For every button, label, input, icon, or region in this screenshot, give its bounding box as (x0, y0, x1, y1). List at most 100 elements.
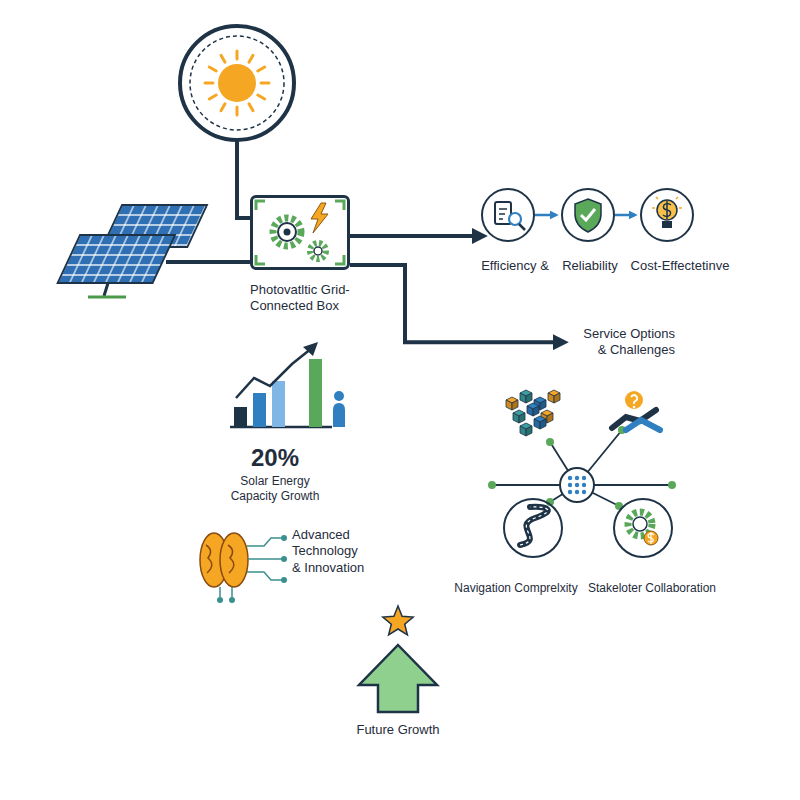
hub-network-part-part-part (520, 426, 526, 436)
hub-network-part-part-part (534, 419, 540, 429)
growth-chart-icon-part (272, 381, 285, 427)
node-text: Service Options & Challenges (575, 326, 675, 359)
node-text: Stakeloter Collaboration (588, 581, 716, 596)
icon-circle: Cost-Effectetinve (631, 188, 730, 274)
hub-network-part-part (520, 423, 532, 436)
brain-icon-part (220, 538, 281, 597)
hub-network-part-part-part (526, 393, 532, 403)
hub-network-part (492, 430, 672, 506)
hub-network-part-part-part (527, 406, 533, 416)
growth-chart-icon-part (333, 403, 345, 427)
gear-icon-part (273, 218, 301, 246)
sun-icon-part-part (221, 55, 225, 62)
cost-icon (652, 197, 682, 228)
process-box: Photovatltic Grid-Connected Box (250, 195, 360, 315)
solar-panels-part (58, 235, 175, 283)
sun-icon-part-part (261, 82, 269, 85)
hub-network-part-part-part (540, 400, 546, 410)
circle-outline (613, 498, 673, 558)
efficiency-icon (495, 202, 525, 230)
sun-icon-part (205, 51, 269, 115)
connector (535, 214, 556, 217)
hub-network-part (546, 438, 554, 446)
stakeholder-icon (628, 512, 658, 545)
hub-network-part (506, 390, 560, 436)
sun-icon-part-part (249, 104, 253, 111)
gear-icon-part (278, 223, 296, 241)
hub-network-part-part-part (506, 400, 512, 410)
road-icon-part (520, 507, 548, 545)
reliability-icon-part (575, 199, 601, 232)
hub-network-part (615, 502, 623, 510)
handshake-icon-part (625, 391, 643, 409)
connector (350, 265, 564, 342)
growth-chart-icon-part (234, 407, 247, 427)
icon-circle: Navigation Comprelxity (454, 498, 577, 596)
gear-icon-part (314, 247, 322, 255)
solar-panels-part-part (58, 235, 175, 283)
efficiency-icon-part (509, 213, 521, 225)
hub-network-part-part-part (540, 419, 546, 429)
hub-network-part-part-part (512, 400, 518, 410)
sun-icon-part-part (209, 95, 216, 99)
connector (350, 234, 483, 238)
future-arrow-icon-part (359, 645, 437, 712)
brain-icon-part (281, 556, 287, 562)
cost-icon-part (663, 201, 671, 219)
cost-icon-part (652, 197, 682, 208)
brain-icon-part (229, 597, 235, 603)
circle-outline (561, 188, 615, 242)
handshake-icon-part (626, 420, 660, 430)
future-arrow-icon-part (383, 606, 413, 635)
growth-chart-icon-part (236, 348, 312, 398)
hub-network-part-part (568, 476, 572, 480)
sun-icon-part-part (221, 104, 225, 111)
node-text: Efficiency & (481, 258, 549, 274)
brain-icon-part (281, 577, 287, 583)
brain-icon-part (281, 535, 287, 541)
sun-icon-part-part (249, 55, 253, 62)
cost-icon-part (657, 200, 677, 220)
growth-chart-icon-part (303, 342, 318, 356)
panel-wire (166, 260, 250, 264)
brain-icon (200, 533, 287, 603)
hub-network-part-part (527, 403, 539, 416)
reliability-icon-part (581, 209, 595, 220)
hub-network-part-part (582, 483, 586, 487)
efficiency-icon-part (519, 224, 525, 230)
circle-outline (481, 188, 535, 242)
brain-icon-part (220, 533, 248, 587)
efficiency-icon-part (499, 209, 507, 219)
cost-icon-part (662, 221, 672, 228)
future-arrow-icon (359, 606, 437, 712)
circle-outline (503, 498, 563, 558)
sun-icon-part-part (258, 67, 265, 71)
hub-network-part-part-part (526, 426, 532, 436)
sun-icon (180, 26, 294, 140)
sun-icon-part-part (258, 95, 265, 99)
hub-network-part-part-part (520, 393, 526, 403)
node-text: Reliability (562, 258, 618, 274)
hub-network-part-part (534, 416, 546, 429)
brain-icon-part (217, 597, 223, 603)
hub-network-part-part (575, 490, 579, 494)
growth-chart-icon-part (334, 391, 344, 401)
icon-circle: Stakeloter Collaboration (588, 498, 716, 596)
icon-circle: Reliability (562, 188, 618, 274)
hub-network-part (668, 481, 676, 489)
hub-network-part (488, 481, 496, 489)
solar-panels-part (88, 296, 126, 299)
gear-icon-part (284, 229, 291, 236)
sun-icon-part-part (236, 107, 239, 115)
gear-icon-part (311, 203, 328, 233)
growth-chart-icon-part (253, 393, 266, 427)
box-outline (250, 195, 350, 270)
hub-network-part-part (575, 483, 579, 487)
hub-network-part-part (582, 490, 586, 494)
hub-network-part-part-part (513, 413, 519, 423)
hub-network (488, 390, 676, 510)
gear-icon (256, 201, 344, 264)
sun-icon-part-part (209, 67, 216, 71)
